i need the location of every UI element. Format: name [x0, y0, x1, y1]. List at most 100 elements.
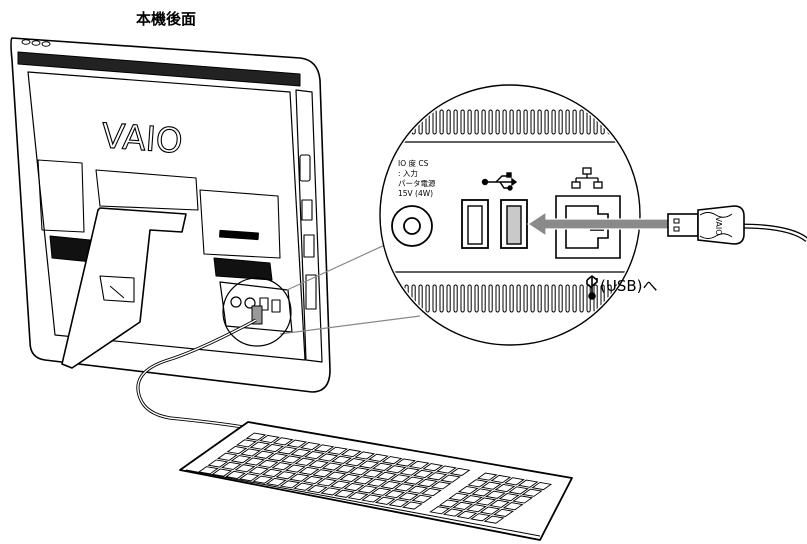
- vent-slot: [614, 109, 619, 135]
- keyboard: [179, 421, 573, 541]
- zoom-leader-bottom: [279, 315, 421, 335]
- keyboard-key: [197, 466, 219, 475]
- keyboard-key: [230, 455, 252, 464]
- keyboard-key: [385, 465, 407, 474]
- usb-plug: VAIO: [667, 205, 807, 245]
- keyboard-key: [216, 452, 238, 461]
- keyboard-key: [327, 446, 348, 455]
- vent-slot: [572, 284, 577, 313]
- vent-slot: [558, 109, 563, 135]
- vent-slot: [404, 109, 409, 135]
- vent-slot: [516, 284, 521, 313]
- keyboard-key: [257, 459, 279, 468]
- keyboard-key: [306, 484, 328, 494]
- keyboard-key: [389, 474, 411, 483]
- keyboard-key: [381, 456, 403, 465]
- keyboard-key: [275, 471, 297, 480]
- keyboard-key: [272, 437, 294, 446]
- keyboard-key: [357, 485, 378, 494]
- usb-trident-icon: [586, 274, 598, 300]
- keyboard-key: [467, 479, 489, 488]
- vent-slot: [467, 284, 472, 313]
- keyboard-key: [493, 508, 515, 517]
- keyboard-key: [361, 494, 383, 503]
- keyboard-key: [407, 485, 429, 494]
- vent-slot: [453, 109, 458, 135]
- vent-slot: [432, 109, 437, 135]
- keyboard-key: [348, 467, 370, 476]
- vent-slot: [439, 109, 444, 135]
- vent-slot: [523, 109, 528, 135]
- keyboard-key: [531, 481, 553, 491]
- keyboard-key: [449, 467, 471, 476]
- vent-slot: [558, 284, 563, 313]
- keyboard-key: [456, 510, 478, 519]
- zoom-detail: IO 度 CS : 入力 パータ電源 15V (4W): [379, 84, 671, 346]
- keyboard-key: [426, 472, 448, 481]
- diagram-caption: 本機後面: [136, 10, 196, 28]
- keyboard-key: [302, 475, 324, 485]
- usb-port-1: [461, 199, 489, 249]
- keyboard-key: [207, 459, 229, 468]
- keyboard-key: [436, 465, 457, 474]
- keyboard-key: [498, 493, 520, 502]
- keyboard-key: [494, 483, 516, 493]
- vent-slot: [446, 284, 451, 313]
- vent-slot: [460, 284, 465, 313]
- keyboard-key: [344, 458, 366, 467]
- keyboard-key: [244, 457, 265, 466]
- keyboard-key: [374, 496, 396, 505]
- keyboard-key: [489, 499, 510, 508]
- keyboard-key: [347, 492, 369, 501]
- keyboard-key: [512, 495, 534, 504]
- keyboard-key: [502, 502, 524, 511]
- keyboard-key: [316, 478, 338, 487]
- keyboard-key: [393, 483, 415, 492]
- keyboard-key: [259, 434, 280, 444]
- keyboard-key: [475, 497, 497, 506]
- keyboard-key: [236, 439, 257, 448]
- keyboard-key: [417, 478, 438, 488]
- keyboard-key: [395, 458, 417, 467]
- keyboard-key: [421, 488, 442, 497]
- keyboard-key: [480, 481, 502, 490]
- lan-icon: [571, 167, 603, 189]
- keyboard-key: [368, 453, 389, 462]
- keyboard-key: [490, 474, 512, 484]
- keyboard-key: [470, 513, 491, 522]
- keyboard-key: [240, 448, 261, 457]
- vent-slot: [523, 284, 528, 313]
- keyboard-key: [372, 462, 393, 471]
- keyboard-key: [422, 463, 444, 472]
- keyboard-key: [234, 464, 256, 473]
- dc-label-line-2: : 入力: [398, 168, 418, 178]
- keyboard-key: [293, 482, 314, 491]
- vent-slot: [565, 109, 570, 135]
- keyboard-key: [265, 477, 287, 487]
- usb-connector-text: (USB)へ: [600, 277, 658, 295]
- vent-slot: [621, 109, 626, 135]
- vent-slot: [516, 109, 521, 135]
- dc-label-line-1: IO 度 CS: [398, 158, 429, 168]
- vent-slot: [474, 109, 479, 135]
- vent-slot: [544, 284, 549, 313]
- keyboard-key: [402, 501, 423, 510]
- keyboard-key: [312, 469, 334, 478]
- keyboard-key: [521, 488, 543, 497]
- keyboard-key: [299, 441, 321, 451]
- keyboard-key: [466, 504, 487, 513]
- keyboard-key: [476, 472, 498, 481]
- vent-slot: [537, 284, 542, 313]
- keyboard-key: [339, 473, 361, 483]
- keyboard-key: [279, 480, 301, 489]
- keyboard-key: [271, 462, 293, 471]
- keyboard-key: [317, 453, 339, 462]
- keyboard-key: [286, 439, 308, 448]
- keyboard-key: [483, 515, 505, 524]
- vent-slot: [488, 109, 493, 135]
- keyboard-key: [403, 476, 425, 485]
- keyboard-key: [211, 468, 233, 477]
- keyboard-key: [313, 444, 335, 453]
- vent-slot: [432, 284, 437, 313]
